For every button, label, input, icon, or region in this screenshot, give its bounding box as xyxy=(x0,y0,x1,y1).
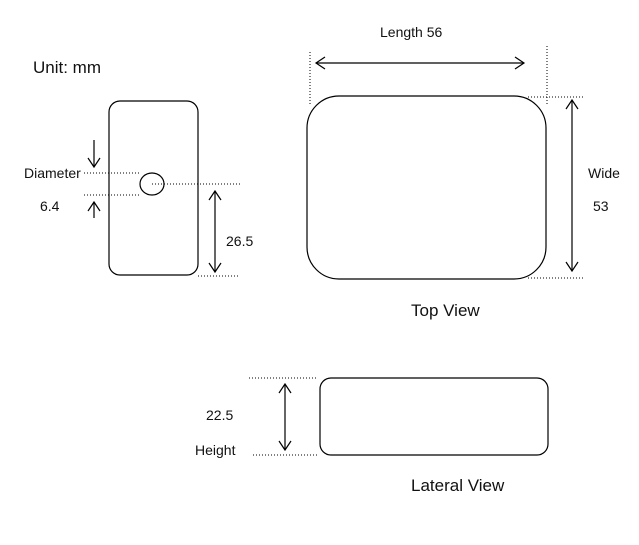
length-label: Length 56 xyxy=(380,24,442,40)
wide-arrow xyxy=(565,98,579,273)
diameter-arrow-down xyxy=(87,140,101,169)
side-height-arrow xyxy=(208,189,222,274)
side-view-body xyxy=(108,100,199,276)
wide-label: Wide xyxy=(588,165,620,181)
wide-value: 53 xyxy=(593,198,609,214)
diameter-arrow-up xyxy=(87,200,101,218)
diameter-value: 6.4 xyxy=(40,198,60,214)
top-view: Length 56 Wide 53 Top View xyxy=(306,24,620,320)
lateral-height-arrow xyxy=(278,382,292,452)
lateral-view: 22.5 Height Lateral View xyxy=(195,377,549,495)
diameter-label: Diameter xyxy=(24,165,81,181)
lateral-height-value: 22.5 xyxy=(206,407,233,423)
top-view-caption: Top View xyxy=(411,301,480,320)
lateral-height-label: Height xyxy=(195,442,236,458)
side-view: Diameter 6.4 26.5 xyxy=(24,100,253,277)
top-view-body xyxy=(306,95,547,280)
lateral-view-caption: Lateral View xyxy=(411,476,505,495)
side-height-value: 26.5 xyxy=(226,233,253,249)
length-arrow xyxy=(314,56,526,70)
unit-label: Unit: mm xyxy=(33,58,101,77)
lateral-view-body xyxy=(319,377,549,456)
